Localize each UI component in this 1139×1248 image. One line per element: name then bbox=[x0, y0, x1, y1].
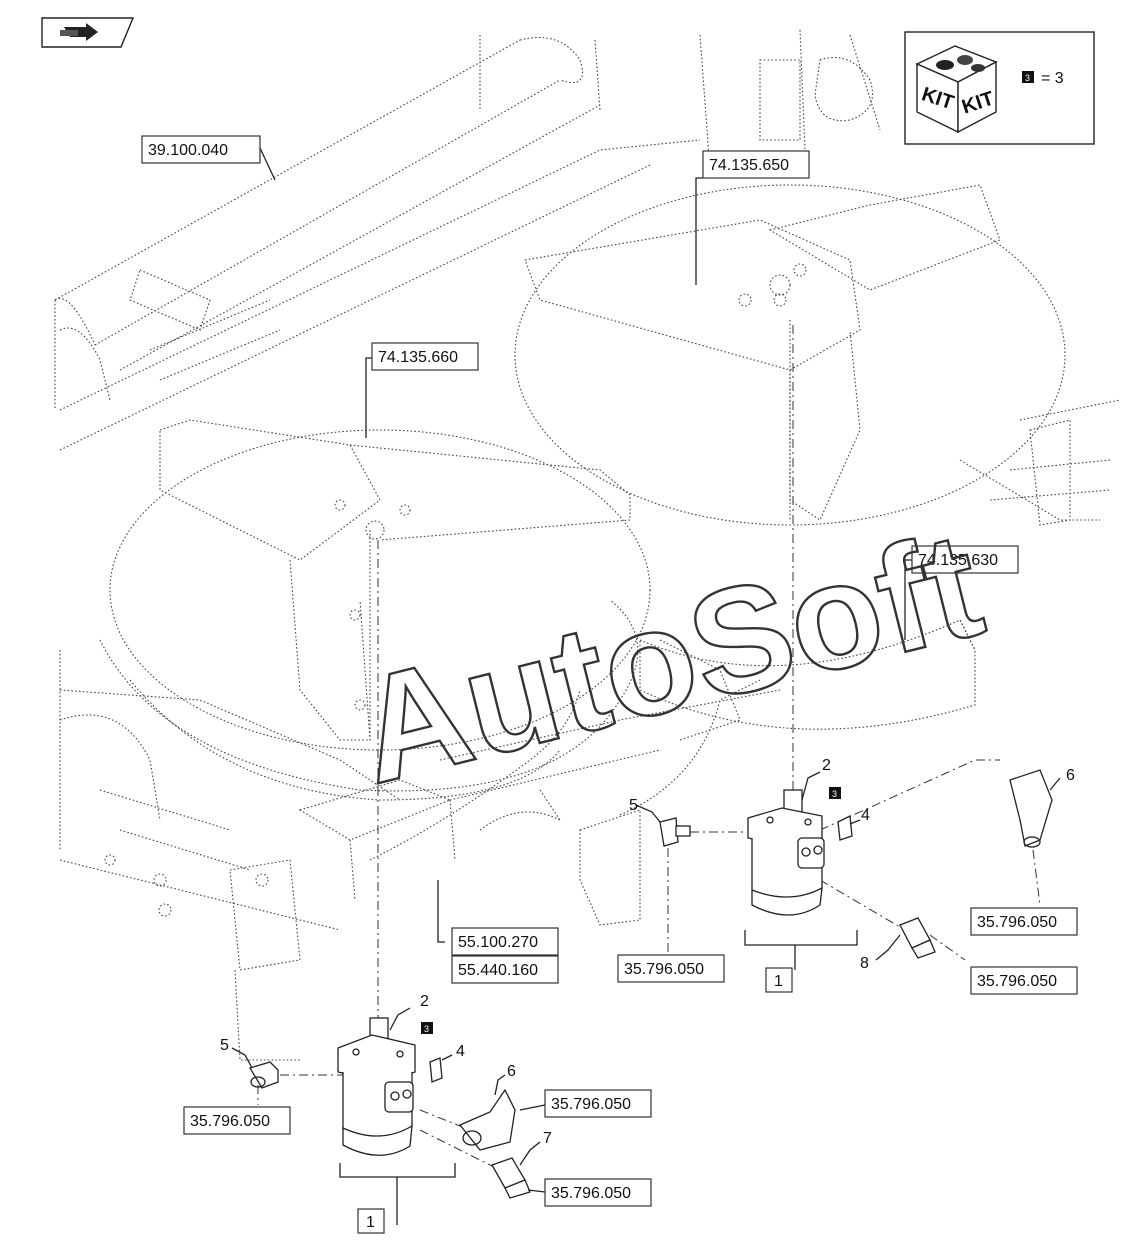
ref-39100040[interactable]: 39.100.040 bbox=[141, 135, 261, 164]
svg-text:74.135.630: 74.135.630 bbox=[918, 552, 998, 569]
ref-55440160[interactable]: 55.440.160 bbox=[451, 955, 559, 984]
item-8-right: 8 bbox=[860, 955, 869, 972]
svg-text:35.796.050: 35.796.050 bbox=[190, 1113, 270, 1130]
svg-text:35.796.050: 35.796.050 bbox=[977, 914, 1057, 931]
left-kit-marker-number: 3 bbox=[424, 1024, 429, 1034]
ref-35796050-left-elbow[interactable]: 35.796.050 bbox=[544, 1089, 652, 1118]
ref-35796050-right-lower[interactable]: 35.796.050 bbox=[970, 966, 1078, 995]
item-2-right: 2 bbox=[822, 757, 831, 774]
ref-35796050-left[interactable]: 35.796.050 bbox=[183, 1106, 291, 1135]
svg-text:35.796.050: 35.796.050 bbox=[624, 961, 704, 978]
ref-35796050-left-fitting[interactable]: 35.796.050 bbox=[544, 1178, 652, 1207]
left-elbow-6[interactable] bbox=[458, 1088, 516, 1151]
svg-text:55.440.160: 55.440.160 bbox=[458, 962, 538, 979]
ref-35796050-right-upper[interactable]: 35.796.050 bbox=[970, 907, 1078, 936]
item-5-right: 5 bbox=[629, 797, 638, 814]
item-6-left: 6 bbox=[507, 1063, 516, 1080]
watermark-text: AutoSoft bbox=[341, 499, 996, 815]
disc-right-drawing bbox=[514, 184, 1066, 526]
item-2-left: 2 bbox=[420, 993, 429, 1010]
svg-text:74.135.660: 74.135.660 bbox=[378, 349, 458, 366]
disc-left-drawing bbox=[109, 419, 651, 751]
item-4-right: 4 bbox=[861, 807, 870, 824]
left-fitting-7[interactable] bbox=[491, 1157, 531, 1199]
item-4-left: 4 bbox=[456, 1043, 465, 1060]
svg-text:35.796.050: 35.796.050 bbox=[977, 973, 1057, 990]
axis-lines bbox=[257, 325, 1041, 1171]
item-5-left: 5 bbox=[220, 1037, 229, 1054]
kit-legend: KIT KIT 3 = 3 bbox=[904, 31, 1095, 145]
ref-35796050-center[interactable]: 35.796.050 bbox=[617, 954, 725, 983]
back-navigation-button[interactable] bbox=[41, 17, 135, 48]
machine-frame-drawing bbox=[54, 29, 1121, 1061]
right-fitting-8[interactable] bbox=[899, 917, 936, 959]
svg-text:1: 1 bbox=[366, 1214, 375, 1231]
item-7-left: 7 bbox=[543, 1130, 552, 1147]
kit-badge bbox=[1022, 71, 1034, 83]
right-kit-marker bbox=[829, 787, 841, 799]
item-6-right: 6 bbox=[1066, 767, 1075, 784]
svg-text:39.100.040: 39.100.040 bbox=[148, 142, 228, 159]
ref-74135650[interactable]: 74.135.650 bbox=[702, 150, 810, 179]
assembly-1-right[interactable]: 1 bbox=[765, 967, 793, 993]
kit-badge-number: 3 bbox=[1025, 73, 1030, 83]
right-elbow-6[interactable] bbox=[1009, 769, 1053, 848]
kit-box-icon: KIT KIT bbox=[915, 45, 998, 134]
assembly-1-left[interactable]: 1 bbox=[357, 1208, 385, 1234]
svg-text:35.796.050: 35.796.050 bbox=[551, 1185, 631, 1202]
right-assembly-bracket bbox=[744, 930, 858, 970]
right-motor-assembly[interactable] bbox=[747, 789, 825, 916]
right-key-part[interactable] bbox=[837, 814, 853, 841]
svg-text:1: 1 bbox=[774, 973, 783, 990]
ref-74135660[interactable]: 74.135.660 bbox=[371, 342, 479, 371]
right-kit-marker-number: 3 bbox=[832, 789, 837, 799]
svg-text:35.796.050: 35.796.050 bbox=[551, 1096, 631, 1113]
ref-55100270[interactable]: 55.100.270 bbox=[451, 927, 559, 956]
right-fitting-5[interactable] bbox=[659, 817, 691, 847]
hand-arrow-icon bbox=[60, 23, 98, 41]
svg-text:55.100.270: 55.100.270 bbox=[458, 934, 538, 951]
left-key-part[interactable] bbox=[429, 1057, 443, 1083]
kit-quantity: = 3 bbox=[1041, 70, 1064, 87]
leader-lines bbox=[231, 147, 1061, 1193]
left-assembly-bracket bbox=[339, 1163, 456, 1225]
svg-text:74.135.650: 74.135.650 bbox=[709, 157, 789, 174]
left-kit-marker bbox=[421, 1022, 433, 1034]
left-elbow-5[interactable] bbox=[249, 1061, 279, 1089]
left-motor-assembly[interactable] bbox=[337, 1017, 416, 1156]
ref-74135630[interactable]: 74.135.630 bbox=[911, 545, 1019, 574]
